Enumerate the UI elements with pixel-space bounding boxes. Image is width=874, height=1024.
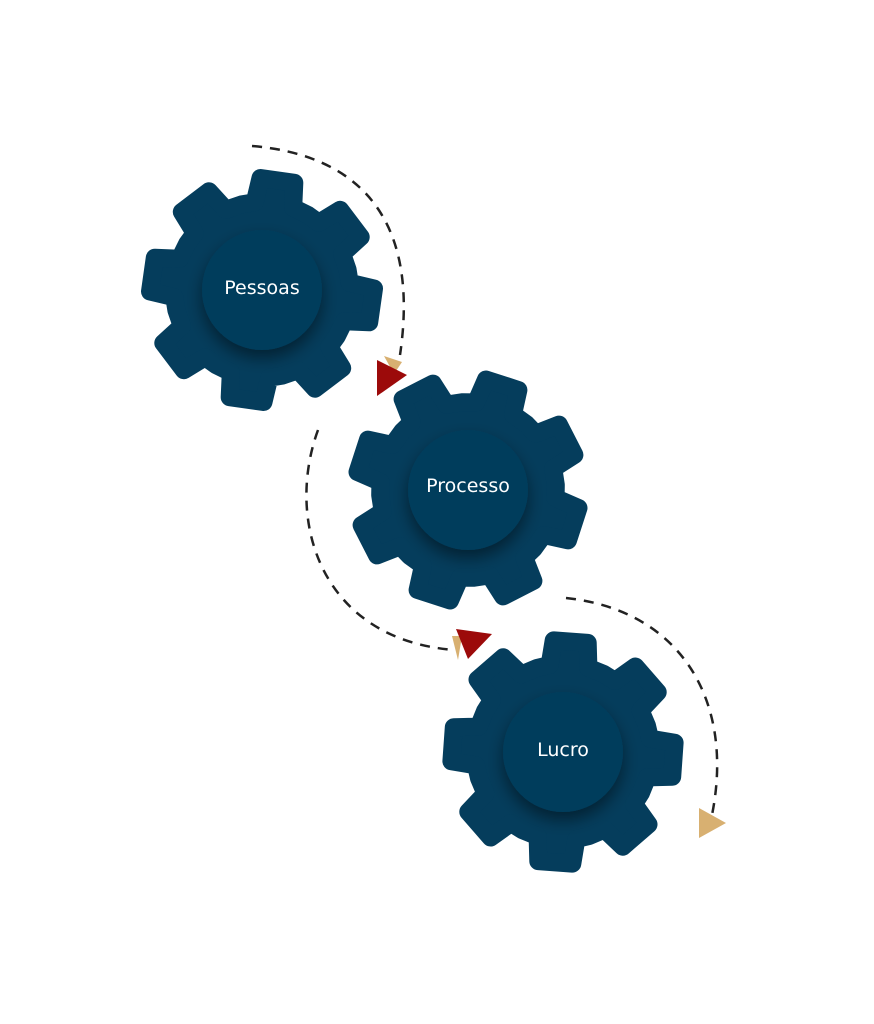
arrow-gold-icon: [699, 808, 726, 838]
gear-processo: [348, 370, 588, 610]
gear-label-lucro: Lucro: [537, 739, 589, 761]
arrow-gold-small-icon: [452, 636, 462, 660]
flow-path-top: [251, 144, 405, 356]
gear-pessoas: [141, 169, 383, 411]
flow-path-middle: [305, 429, 456, 652]
arrow-red-icon: [456, 629, 492, 659]
flow-path-bottom: [565, 596, 719, 816]
gear-hub: [503, 692, 623, 812]
arrow-red-icon: [377, 360, 407, 396]
arrow-gold-small-icon: [384, 356, 402, 374]
gear-label-pessoas: Pessoas: [224, 277, 299, 299]
gear-hub: [202, 230, 322, 350]
gear-label-processo: Processo: [426, 475, 510, 497]
gear-lucro: [442, 631, 684, 873]
gear-hub: [408, 430, 528, 550]
